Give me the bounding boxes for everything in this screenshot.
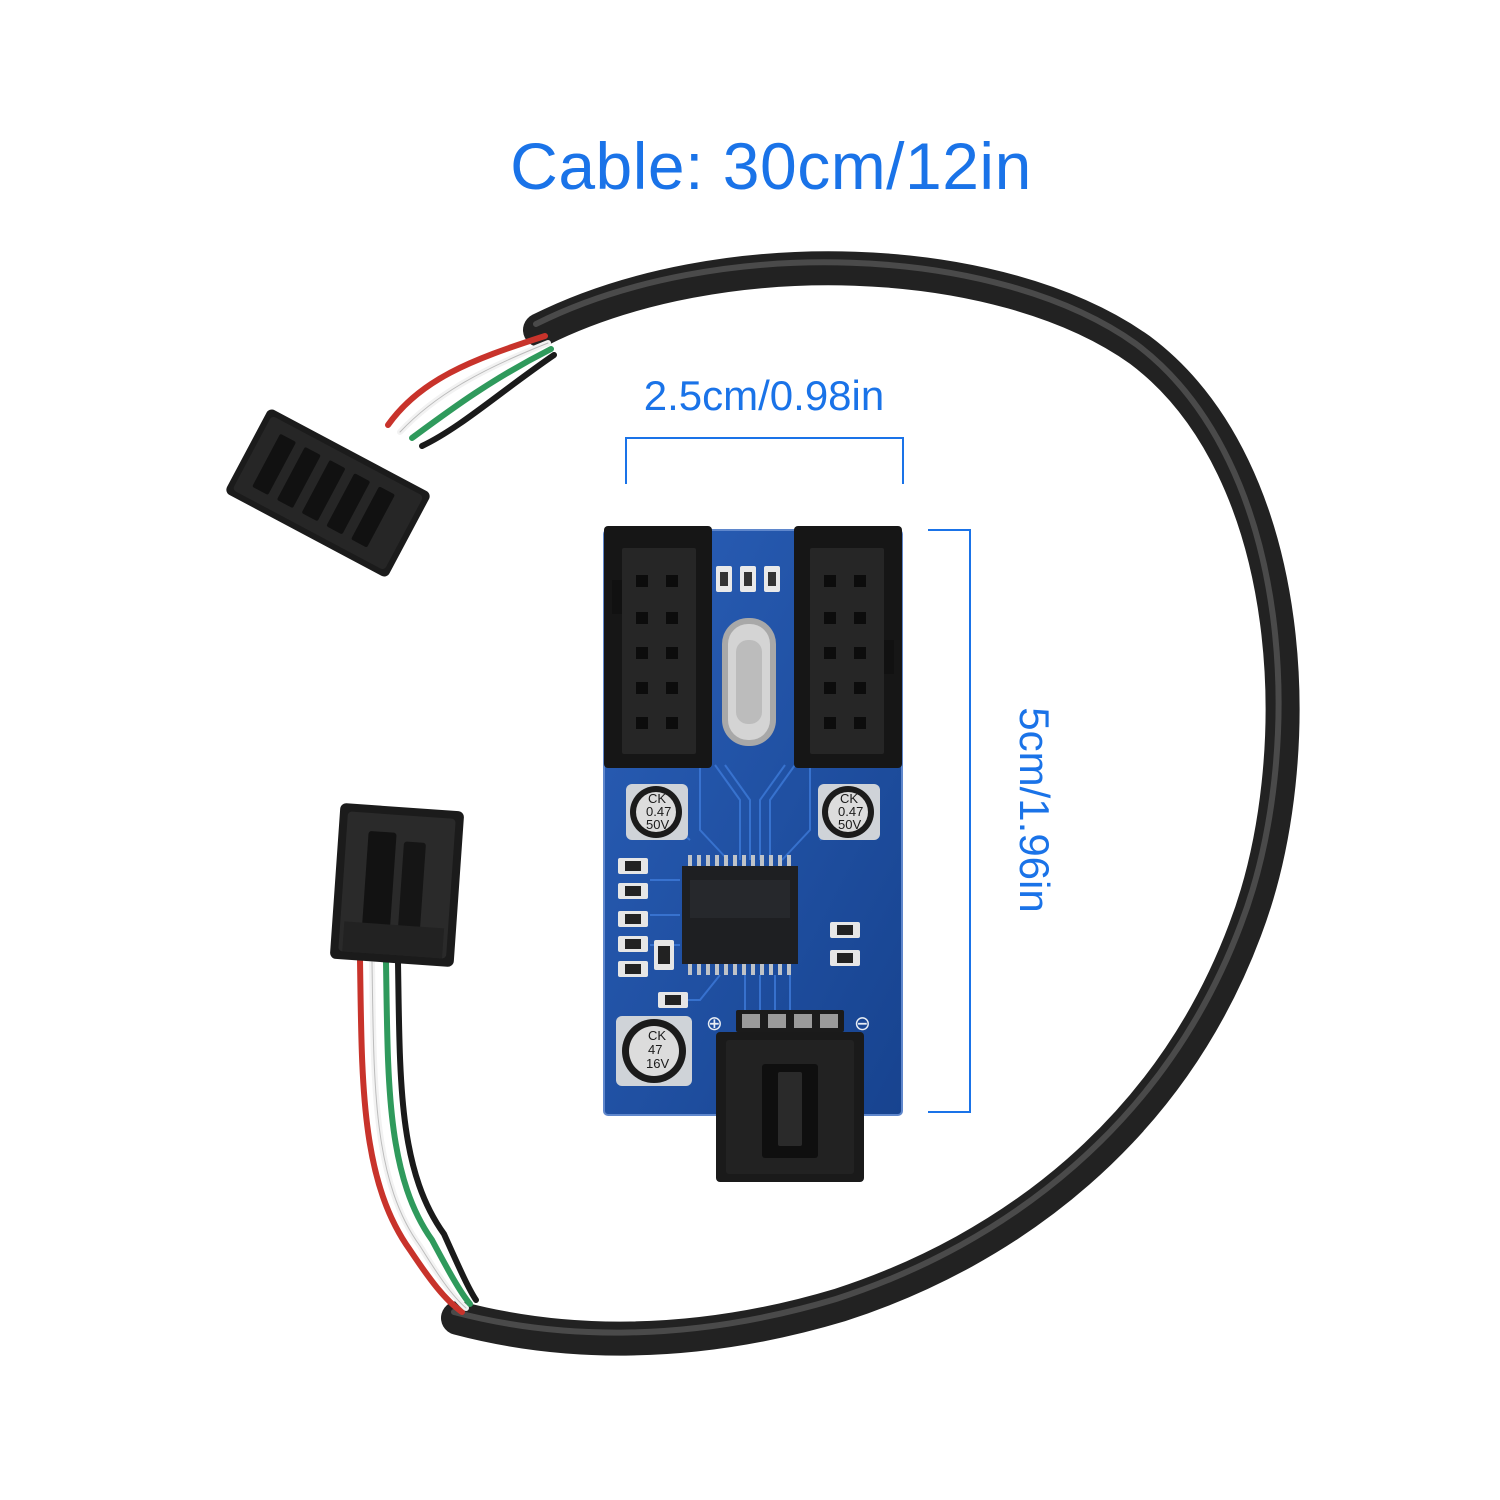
top-female-connector — [226, 409, 430, 577]
right-usb-header — [794, 526, 902, 768]
capacitor-bottom-line3: 16V — [646, 1056, 669, 1071]
capacitor-right-line1: CK — [840, 791, 858, 806]
capacitor-right-line3: 50V — [838, 817, 861, 832]
capacitor-right-line2: 0.47 — [838, 804, 863, 819]
cable — [441, 251, 1300, 1356]
width-dimension-bracket — [625, 437, 904, 484]
bottom-female-connector — [330, 803, 464, 967]
positive-mark: ⊕ — [706, 1013, 723, 1035]
top-connector-wires — [385, 333, 557, 449]
crystal-oscillator — [722, 618, 776, 746]
capacitor-left-line3: 50V — [646, 817, 669, 832]
capacitor-bottom-line1: CK — [648, 1028, 666, 1043]
height-dimension-bracket — [928, 529, 971, 1113]
usb-hub-pcb: CK 0.47 50V CK 0.47 50V CK 47 16V — [603, 526, 903, 1182]
four-pin-connector — [716, 1032, 864, 1182]
smd-components-top — [716, 566, 780, 592]
capacitor-bottom: CK 47 16V — [616, 1016, 692, 1086]
capacitor-left-line1: CK — [648, 791, 666, 806]
capacitor-right: CK 0.47 50V — [818, 784, 880, 840]
capacitor-left: CK 0.47 50V — [626, 784, 688, 840]
capacitor-left-line2: 0.47 — [646, 804, 671, 819]
bottom-connector-wires — [357, 957, 479, 1315]
left-usb-header — [604, 526, 712, 768]
capacitor-bottom-line2: 47 — [648, 1042, 662, 1057]
circuit-traces — [639, 764, 861, 1012]
width-dimension-label: 2.5cm/0.98in — [643, 372, 885, 419]
negative-mark: ⊖ — [854, 1013, 871, 1035]
four-pin-pads — [736, 1010, 844, 1032]
height-dimension-label: 5cm/1.96in — [1011, 707, 1058, 913]
cable-length-title: Cable: 30cm/12in — [510, 129, 1032, 203]
usb-hub-chip — [682, 855, 798, 975]
smd-resistors — [618, 858, 860, 1008]
